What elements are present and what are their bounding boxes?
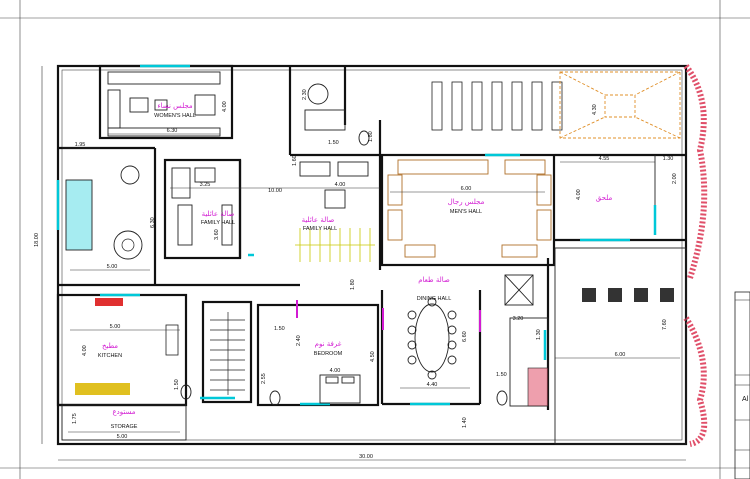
dim-1-30-wc: 1.30 [536, 329, 542, 340]
kitchen-label-ar: مطبخ [102, 342, 118, 350]
dim-total-depth: 18.00 [34, 233, 40, 247]
dining-fixture [504, 274, 534, 306]
dining-table [407, 297, 457, 380]
dining-hall-label-en: DINING HALL [417, 296, 452, 302]
center-furniture [299, 83, 369, 209]
dim-4-50: 4.50 [370, 351, 376, 362]
dim-1-60: 1.60 [292, 155, 298, 166]
family-hall-center-label-en: FAMILY HALL [303, 226, 337, 232]
dim-6-00-men: 6.00 [461, 186, 472, 192]
men-hall-label-en: MEN'S HALL [450, 209, 482, 215]
dim-4-55: 4.55 [599, 156, 610, 162]
garage-markers [582, 288, 674, 302]
dim-total-width: 30.00 [359, 454, 373, 460]
annex-label-ar: ملحق [596, 194, 613, 202]
dim-1-50-c: 1.50 [496, 372, 507, 378]
dim-6-30-top: 6.30 [167, 128, 178, 134]
dim-1-50-a: 1.50 [274, 326, 285, 332]
dim-1-50-b: 1.50 [174, 379, 180, 390]
family-hall-left-label-en: FAMILY HALL [201, 220, 235, 226]
men-hall-sofas [387, 159, 552, 258]
dim-10-00: 10.00 [268, 188, 282, 194]
dim-1-80-top: 1.80 [368, 131, 374, 142]
kitchen-label-en: KITCHEN [98, 353, 122, 359]
women-hall-label-ar: مجلس نساء [157, 102, 193, 110]
dim-4-00-bed: 4.00 [330, 368, 341, 374]
storage-label-en: STORAGE [111, 424, 138, 430]
family-hall-left-label-ar: صالة عائلية [202, 210, 235, 218]
room-labels: مجلس نساء WOMEN'S HALL صالة عائلية FAMIL… [98, 102, 613, 430]
dining-hall-label-ar: صالة طعام [418, 276, 450, 284]
dim-6-00-garage: 6.00 [615, 352, 626, 358]
men-hall-label-ar: مجلس رجال [448, 198, 485, 206]
family-hall-center-label-ar: صالة عائلية [302, 216, 335, 224]
dim-3-20: 3.20 [513, 316, 524, 322]
dim-4-30: 4.30 [592, 104, 598, 115]
dimension-labels: 30.00 18.00 6.30 4.00 2.30 1.95 3.25 10.… [34, 89, 678, 460]
stairs [210, 312, 245, 395]
kitchen-fixtures [75, 298, 179, 395]
dim-6-30-left: 6.30 [150, 217, 156, 228]
dim-1-75: 1.75 [72, 413, 78, 424]
dim-7-60: 7.60 [662, 319, 668, 330]
court-features [65, 165, 143, 260]
dim-1-30: 1.30 [663, 156, 674, 162]
dimension-lines [41, 66, 686, 461]
dim-1-95: 1.95 [75, 142, 86, 148]
women-hall-furniture [107, 71, 221, 137]
women-hall-label-en: WOMEN'S HALL [154, 113, 196, 119]
dim-5-00-kitchen: 5.00 [110, 324, 121, 330]
center-stairs [295, 228, 375, 262]
title-block: Al [734, 291, 750, 479]
toilets [180, 130, 508, 406]
dim-6-60: 6.60 [462, 331, 468, 342]
dim-1-80: 1.80 [350, 279, 356, 290]
bedroom-bed [319, 374, 361, 404]
dim-2-30: 2.30 [302, 89, 308, 100]
dim-1-50-bed: 1.50 [328, 140, 339, 146]
storage-label-ar: مستودع [112, 408, 135, 416]
dim-2-40: 2.40 [296, 335, 302, 346]
dim-3-25: 3.25 [200, 182, 211, 188]
family-hall-furniture [171, 167, 233, 246]
dim-1-40: 1.40 [462, 417, 468, 428]
dim-2-55: 2.55 [261, 373, 267, 384]
dim-4-40: 4.40 [427, 382, 438, 388]
canopy-outline [559, 71, 681, 139]
bedroom-label-en: BEDROOM [314, 351, 343, 357]
bedroom-label-ar: غرفة نوم [315, 340, 342, 348]
bathroom-hatch [527, 367, 549, 407]
dim-4-00-center: 4.00 [335, 182, 346, 188]
dim-5-00-court: 5.00 [107, 264, 118, 270]
boundary-hatch [683, 64, 708, 447]
dim-4-00-women: 4.00 [222, 101, 228, 112]
dim-3-60: 3.60 [214, 229, 220, 240]
door-marks [296, 300, 481, 332]
dim-2-00: 2.00 [672, 173, 678, 184]
dim-4-00-kitchen: 4.00 [82, 345, 88, 356]
dim-4-00-right: 4.00 [576, 189, 582, 200]
dim-5-00-storage: 5.00 [117, 434, 128, 440]
windows [56, 64, 657, 406]
parking-stripes [431, 81, 563, 131]
title-block-text: Al [742, 396, 749, 403]
